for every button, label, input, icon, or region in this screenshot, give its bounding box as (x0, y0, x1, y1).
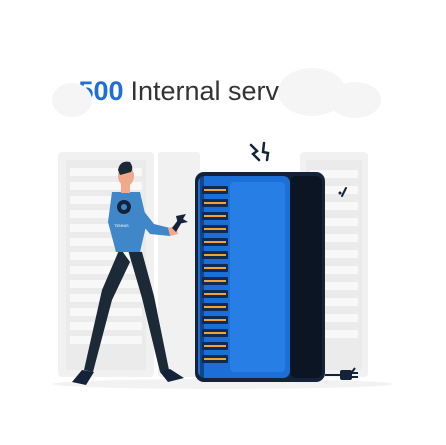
power-cable (325, 187, 347, 376)
background-clouds (52, 68, 381, 118)
wrench-icon (172, 214, 188, 232)
badge-text: TENNIS (114, 223, 129, 228)
plug-icon (340, 367, 358, 380)
server-rack (195, 172, 325, 382)
spark-icon (249, 141, 270, 162)
technician-figure: TENNIS (72, 161, 184, 385)
status-leds (204, 189, 226, 360)
